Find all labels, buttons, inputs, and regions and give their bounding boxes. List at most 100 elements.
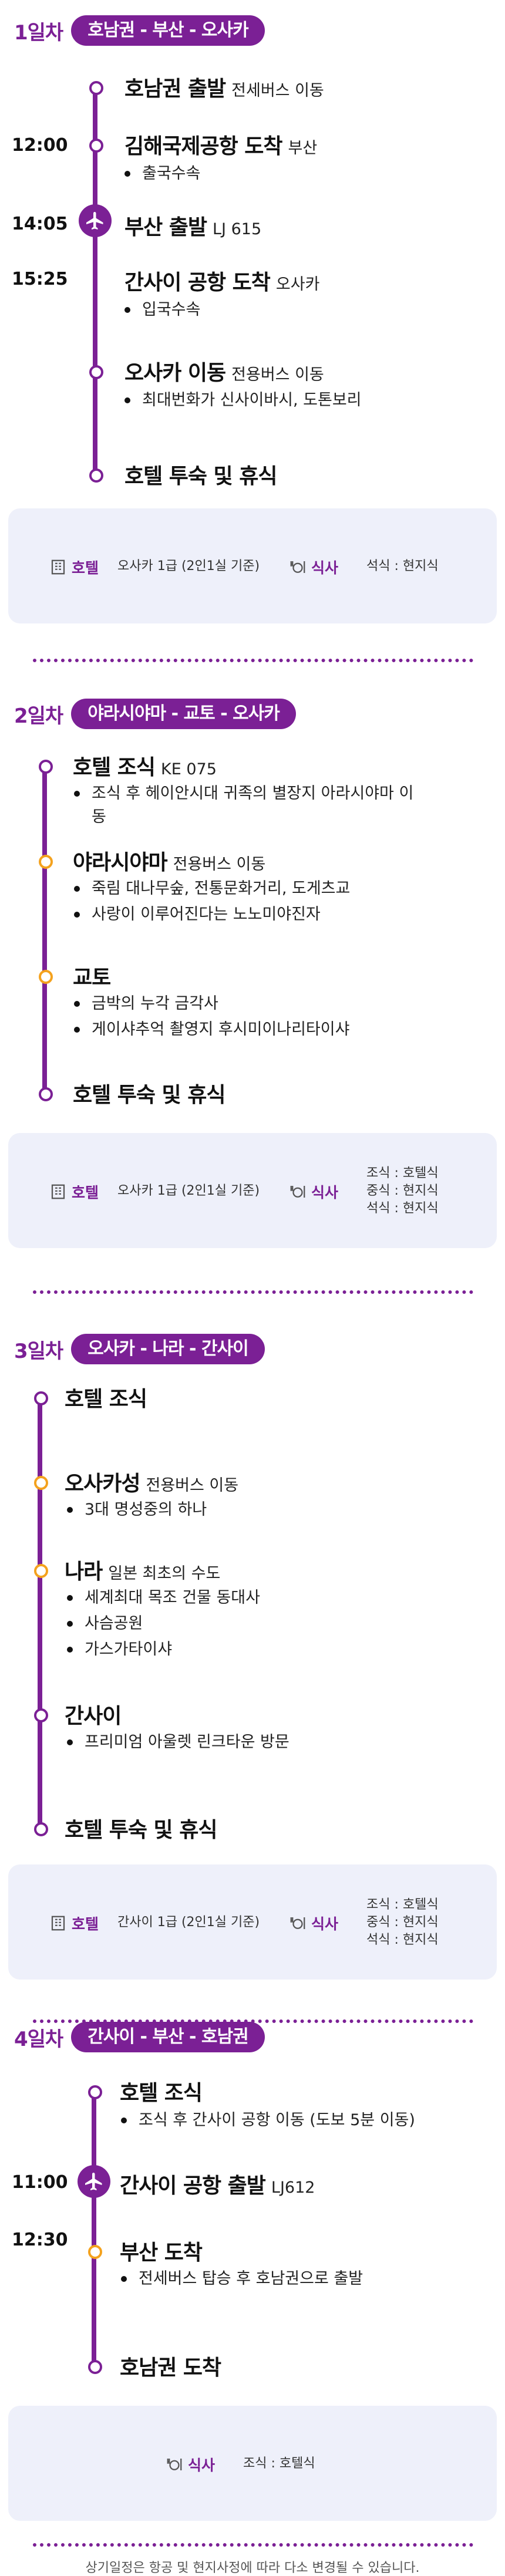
timeline-line: [92, 2086, 96, 2372]
stop-title: 부산 도착: [120, 2241, 203, 2265]
building-icon: [51, 1916, 65, 1931]
day-1-header: 1일차 호남권 - 부산 - 오사카: [14, 14, 265, 47]
timeline-line: [93, 82, 97, 481]
day-route-pill: 오사카 - 나라 - 간사이: [71, 1334, 265, 1364]
accommodation-panel: 호텔 오사카 1급 (2인1실 기준) 식사 조식 : 호텔식 중식 : 현지식…: [8, 1133, 497, 1248]
building-icon: [51, 559, 65, 575]
meal-label: 식사: [289, 1181, 338, 1202]
stop-bullet: 가스가타이샤: [66, 1638, 172, 1661]
day-number: 3일차: [14, 1339, 63, 1363]
meal-panel: 식사 조식 : 호텔식: [8, 2406, 497, 2521]
meal-value: 중식 : 현지식: [366, 1915, 439, 1930]
day-route-pill: 호남권 - 부산 - 오사카: [71, 15, 265, 46]
stop-bullet: 프리미엄 아울렛 린크타운 방문: [67, 1731, 289, 1754]
hotel-value: 오사카 1급 (2인1실 기준): [117, 559, 260, 574]
timeline-dot: [39, 760, 53, 774]
stop-bullet: 조식 후 헤이안시대 귀족의 별장지 아라시야마 이동: [74, 782, 420, 829]
timeline-dot: [89, 81, 103, 95]
day-route-pill: 야라시야마 - 교토 - 오사카: [71, 699, 296, 729]
timeline-line: [42, 761, 47, 1099]
timeline-dot: [89, 468, 103, 483]
timeline-dot: [88, 2360, 102, 2374]
hotel-label: 호텔: [49, 1913, 99, 1934]
accommodation-panel: 호텔 간사이 1급 (2인1실 기준) 식사 조식 : 호텔식 중식 : 현지식…: [8, 1864, 497, 1980]
stop-title: 호텔 투숙 및 휴식: [73, 1083, 225, 1107]
day-4-header: 4일차 간사이 - 부산 - 호남권: [14, 2021, 265, 2054]
section-divider: [33, 2019, 473, 2023]
meal-value: 조식 : 호텔식: [366, 1897, 439, 1912]
meal-value: 석식 : 현지식: [366, 559, 439, 574]
airplane-icon: [78, 2165, 110, 2198]
meal-icon: [290, 561, 305, 573]
stop-bullet: 금박의 누각 금각사: [74, 992, 218, 1016]
stop-time: 12:30: [12, 2230, 68, 2250]
airplane-icon: [79, 204, 112, 237]
timeline-dot: [89, 365, 103, 379]
building-icon: [51, 1184, 65, 1199]
meal-icon: [290, 1186, 305, 1198]
footer-notice: 상기일정은 항공 및 현지사정에 따라 다소 변경될 수 있습니다.: [85, 2561, 420, 2575]
timeline-dot: [89, 139, 103, 153]
hotel-value: 오사카 1급 (2인1실 기준): [117, 1184, 260, 1198]
hotel-label: 호텔: [49, 1181, 99, 1202]
timeline-dot: [34, 1822, 48, 1836]
meal-value: 조식 : 호텔식: [366, 1166, 439, 1181]
day-route-pill: 간사이 - 부산 - 호남권: [71, 2022, 265, 2052]
section-divider: [33, 659, 473, 662]
stop-bullet: 입국수속: [124, 298, 200, 322]
meal-icon: [167, 2459, 182, 2470]
stop-time: 15:25: [12, 269, 68, 289]
stop-title: 간사이: [65, 1704, 122, 1728]
meal-value: 조식 : 호텔식: [243, 2456, 315, 2471]
stop-bullet: 사랑이 이루어진다는 노노미야진자: [74, 903, 321, 926]
stop-title: 호남권 도착: [120, 2356, 221, 2380]
stop-bullet: 사슴공원: [66, 1612, 143, 1636]
timeline-dot-highlight: [34, 1476, 48, 1490]
timeline-dot-highlight: [39, 855, 53, 869]
stop-time: 14:05: [12, 214, 68, 234]
timeline-dot-highlight: [88, 2245, 102, 2259]
timeline-line: [38, 1392, 42, 1834]
stop-time: 12:00: [12, 135, 68, 156]
meal-icon: [290, 1917, 305, 1929]
timeline-dot: [34, 1391, 48, 1405]
section-divider: [33, 1290, 473, 1294]
stop-bullet: 3대 명성중의 하나: [66, 1498, 207, 1522]
timeline-dot-highlight: [39, 970, 53, 984]
stop-time: 11:00: [12, 2172, 68, 2193]
stop-title: 호텔 투숙 및 휴식: [65, 1818, 217, 1842]
meal-value: 중식 : 현지식: [366, 1184, 439, 1198]
day-number: 4일차: [14, 2027, 63, 2051]
timeline-dot-highlight: [34, 1564, 48, 1578]
stop-title: 호텔 조식: [120, 2081, 203, 2105]
timeline-dot: [34, 1708, 48, 1722]
timeline-dot: [88, 2085, 102, 2099]
hotel-label: 호텔: [49, 557, 99, 578]
stop-bullet: 세계최대 목조 건물 동대사: [67, 1586, 260, 1610]
stop-title: 교토: [73, 966, 111, 990]
timeline-dot: [39, 1087, 53, 1101]
stop-title: 호텔 투숙 및 휴식: [124, 464, 277, 488]
hotel-value: 간사이 1급 (2인1실 기준): [117, 1915, 260, 1930]
meal-label: 식사: [166, 2454, 215, 2475]
stop-bullet: 게이샤추억 촬영지 후시미이나리타이샤: [73, 1018, 349, 1041]
day-number: 1일차: [14, 21, 63, 45]
stop-bullet: 조식 후 간사이 공항 이동 (도보 5분 이동): [121, 2109, 415, 2132]
meal-label: 식사: [289, 1913, 338, 1934]
stop-bullet: 전세버스 탑승 후 호남권으로 출발: [120, 2267, 363, 2291]
section-divider: [33, 2543, 473, 2547]
day-3-header: 3일차 오사카 - 나라 - 간사이: [14, 1333, 265, 1365]
meal-value: 석식 : 현지식: [366, 1933, 439, 1947]
stop-bullet: 최대번화가 신사이바시, 도톤보리: [124, 389, 362, 412]
stop-bullet: 죽림 대나무숲, 전통문화거리, 도게츠교: [73, 877, 350, 901]
stop-title: 호텔 조식: [65, 1387, 147, 1411]
day-number: 2일차: [14, 704, 63, 728]
